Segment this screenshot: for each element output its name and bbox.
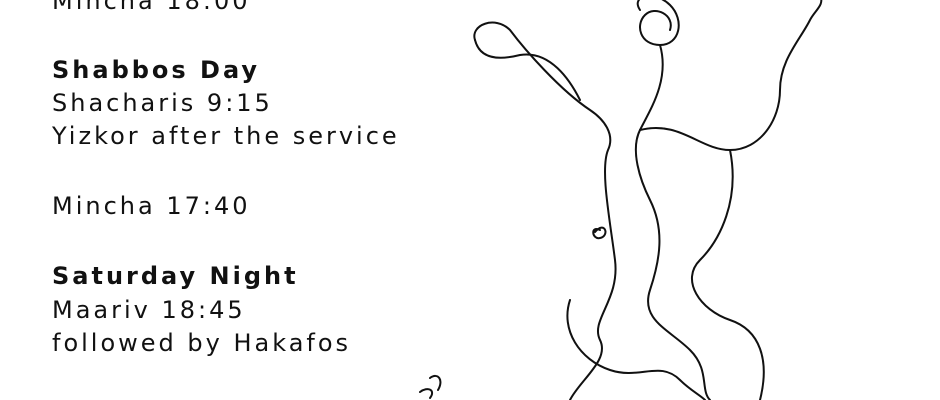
dancing-figure-line-drawing: [419, 0, 823, 400]
shabbos-day-heading: Shabbos Day: [52, 56, 261, 84]
mincha-time-friday: Mincha 18:00: [52, 0, 251, 15]
hakafos-note: followed by Hakafos: [52, 329, 352, 357]
yizkor-note: Yizkor after the service: [52, 122, 400, 150]
shacharis-time: Shacharis 9:15: [52, 89, 273, 117]
mincha-time-shabbos: Mincha 17:40: [52, 192, 251, 220]
maariv-time: Maariv 18:45: [52, 296, 246, 324]
saturday-night-heading: Saturday Night: [52, 262, 299, 290]
